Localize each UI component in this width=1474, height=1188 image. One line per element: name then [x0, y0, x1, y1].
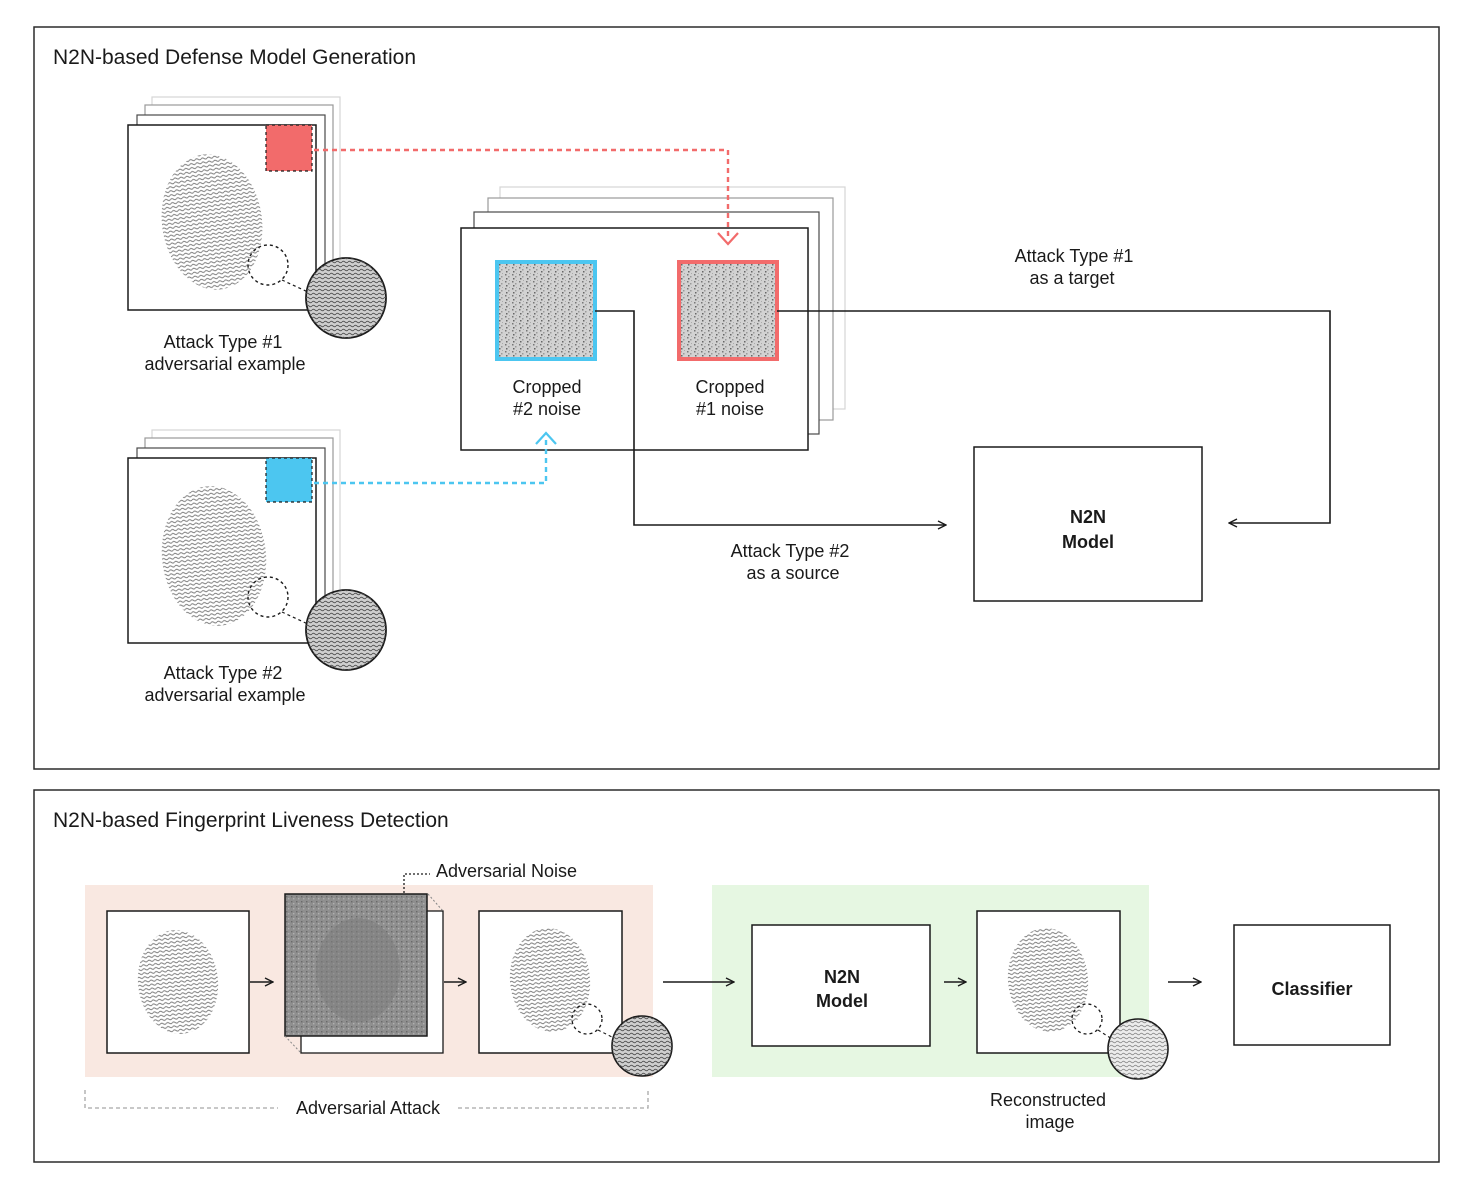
attack1-example: Attack Type #1 adversarial example: [127, 96, 387, 374]
fingerprint-icon: [161, 154, 263, 290]
panel-liveness-detection: N2N-based Fingerprint Liveness Detection…: [33, 789, 1440, 1163]
fingerprint-icon: [161, 486, 267, 626]
classifier-label: Classifier: [1271, 979, 1352, 999]
model-label-line1: N2N: [1070, 507, 1106, 527]
attack2-label-line1: Attack Type #2: [164, 663, 283, 683]
panel-title: N2N-based Fingerprint Liveness Detection: [53, 809, 449, 832]
model-label-line1: N2N: [824, 967, 860, 987]
model-label-line2: Model: [816, 991, 868, 1011]
source-arrow: [595, 310, 946, 525]
target-label-line2: as a target: [1029, 268, 1114, 288]
attack1-label-line1: Attack Type #1: [164, 332, 283, 352]
source-label-line1: Attack Type #2: [731, 541, 850, 561]
target-label-line1: Attack Type #1: [1015, 246, 1134, 266]
target-arrow: [777, 310, 1331, 523]
attack2-example: Attack Type #2 adversarial example: [127, 429, 387, 705]
red-noise-patch: [265, 124, 313, 172]
panel-defense-generation: N2N-based Defense Model Generation Attac…: [33, 26, 1440, 770]
cropped-noise-stack: Cropped #2 noise Cropped #1 noise: [460, 186, 846, 451]
fingerprint-icon: [137, 930, 219, 1034]
blue-dashed-arrow: [314, 438, 548, 485]
attack1-label-line2: adversarial example: [144, 354, 305, 374]
fingerprint-icon: [509, 928, 591, 1032]
blue-cropped-noise: [495, 260, 597, 361]
model-label-line2: Model: [1062, 532, 1114, 552]
red-cropped-noise: [677, 260, 779, 361]
adversarial-attack-label: Adversarial Attack: [296, 1098, 441, 1118]
reconstructed-label-line2: image: [1025, 1112, 1074, 1132]
blue-noise-patch: [265, 457, 313, 503]
reconstructed-label-line1: Reconstructed: [990, 1090, 1106, 1110]
classifier-box: Classifier: [1233, 924, 1391, 1046]
n2n-model-box: N2N Model: [973, 446, 1203, 602]
adversarial-noise-label: Adversarial Noise: [436, 861, 577, 881]
n2n-model-box: N2N Model: [751, 924, 931, 1047]
crop1-label-line2: #1 noise: [696, 399, 764, 419]
fingerprint-icon: [1007, 928, 1089, 1032]
crop1-label-line1: Cropped: [695, 377, 764, 397]
panel-title: N2N-based Defense Model Generation: [53, 46, 416, 69]
crop2-label-line2: #2 noise: [513, 399, 581, 419]
source-label-line2: as a source: [746, 563, 839, 583]
attack2-label-line2: adversarial example: [144, 685, 305, 705]
red-dashed-arrow: [314, 148, 730, 240]
crop2-label-line1: Cropped: [512, 377, 581, 397]
